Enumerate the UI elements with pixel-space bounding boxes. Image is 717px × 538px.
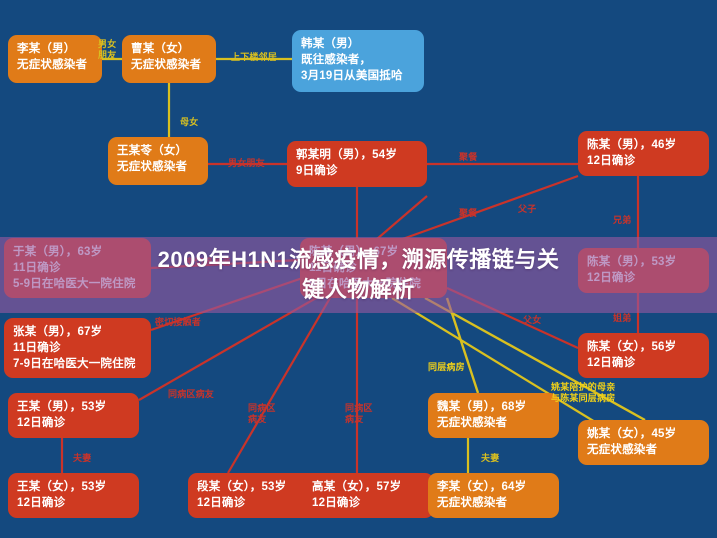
page-title-line1: 2009年H1N1流感疫情，溯源传播链与关 (157, 247, 560, 272)
page-title-line2: 键人物解析 (302, 277, 415, 302)
title-overlay-band (0, 237, 717, 313)
node-yao[interactable]: 姚某（女），45岁 无症状感染者 (578, 420, 709, 465)
edge-label-cao-wangling: 母女 (180, 117, 199, 127)
node-chen56[interactable]: 陈某（女），56岁 12日确诊 (578, 333, 709, 378)
node-han[interactable]: 韩某（男） 既往感染者， 3月19日从美国抵哈 (292, 30, 424, 92)
edge-label-wang53m-wang53f: 夫妻 (73, 453, 92, 463)
node-duan[interactable]: 段某（女），53岁 12日确诊 (188, 473, 319, 518)
edge-label-wangling-guo: 男女朋友 (228, 158, 265, 168)
edge-label-wang53m-chen67: 同病区病友 (168, 389, 215, 399)
node-wang53f[interactable]: 王某（女），53岁 12日确诊 (8, 473, 139, 518)
node-wangling[interactable]: 王某苓（女） 无症状感染者 (108, 137, 208, 185)
node-gao[interactable]: 高某（女），57岁 12日确诊 (303, 473, 434, 518)
node-cao[interactable]: 曹某（女） 无症状感染者 (122, 35, 216, 83)
edge-label-zhang-chen67: 密切接触者 (155, 317, 202, 327)
edge-label-wei-chen67: 同层病房 (428, 362, 465, 372)
edge-label-duan-chen67: 同病区 病友 (248, 403, 276, 424)
edge-label-chen67-chen56: 父女 (523, 315, 542, 325)
edge-yao-chen67-b (391, 297, 601, 426)
edge-label-cao-han: 上下楼邻居 (231, 52, 278, 62)
node-zhang[interactable]: 张某（男），67岁 11日确诊 7-9日在哈医大一院住院 (4, 318, 151, 378)
node-li[interactable]: 李某（男） 无症状感染者 (8, 35, 102, 83)
edge-duan-chen67 (227, 297, 331, 474)
edge-label-wei-li64: 夫妻 (481, 453, 500, 463)
node-wang53m[interactable]: 王某（男），53岁 12日确诊 (8, 393, 139, 438)
node-chen46[interactable]: 陈某（男），46岁 12日确诊 (578, 131, 709, 176)
edge-label-guo-chen67: 聚餐 (459, 208, 478, 218)
edge-label-gao-chen67: 同病区 病友 (345, 403, 373, 424)
edge-label-yao-chen67: 姚某陪护的母亲 与陈某同层病房 (551, 382, 616, 403)
edge-guo-chen67-diag (369, 195, 428, 246)
page-title: 2009年H1N1流感疫情，溯源传播链与关 键人物解析 (0, 237, 717, 313)
edge-label-chen46-chen67: 父子 (518, 204, 537, 214)
edge-label-chen46-chen53m: 兄弟 (613, 215, 632, 225)
edge-label-guo-chen46: 聚餐 (459, 152, 478, 162)
node-li64[interactable]: 李某（女），64岁 无症状感染者 (428, 473, 559, 518)
node-wei[interactable]: 魏某（男），68岁 无症状感染者 (428, 393, 559, 438)
edge-label-li-cao: 男女 朋友 (98, 39, 117, 60)
node-guo[interactable]: 郭某明（男），54岁 9日确诊 (287, 141, 427, 187)
edge-label-chen53m-chen56: 姐弟 (613, 313, 632, 323)
edge-yao-chen67 (424, 296, 646, 422)
